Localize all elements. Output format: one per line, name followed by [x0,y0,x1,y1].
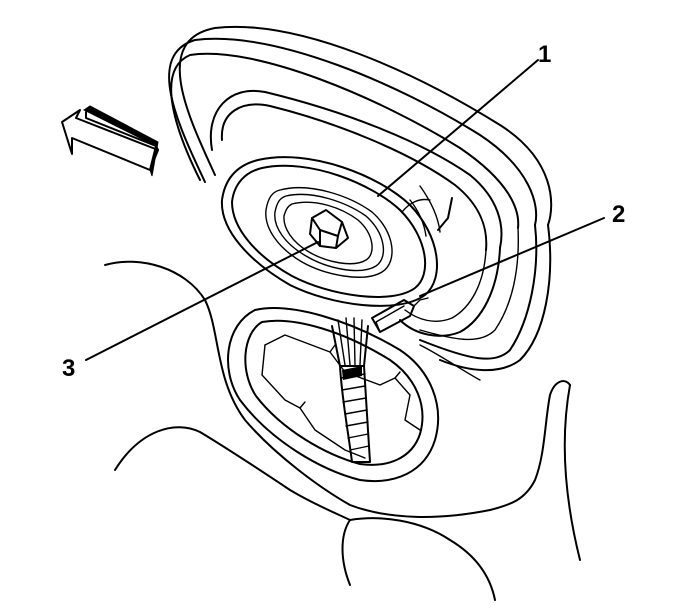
callout-label-2: 2 [612,201,625,228]
leader-line-2 [419,217,605,297]
switch-knob [309,209,349,249]
leader-line-1 [377,59,539,197]
callout-label-1: 1 [538,41,551,68]
leader-lines [85,59,605,361]
callout-label-3: 3 [62,355,75,382]
connector-tab [371,297,429,333]
door-trim-panel [168,25,553,372]
arrow-shadow [83,105,159,177]
direction-arrow-icon [61,105,159,177]
door-panel-lower [104,260,581,601]
wiring-harness [331,317,371,463]
switch-bezel [220,156,438,307]
leader-line-3 [85,241,319,361]
